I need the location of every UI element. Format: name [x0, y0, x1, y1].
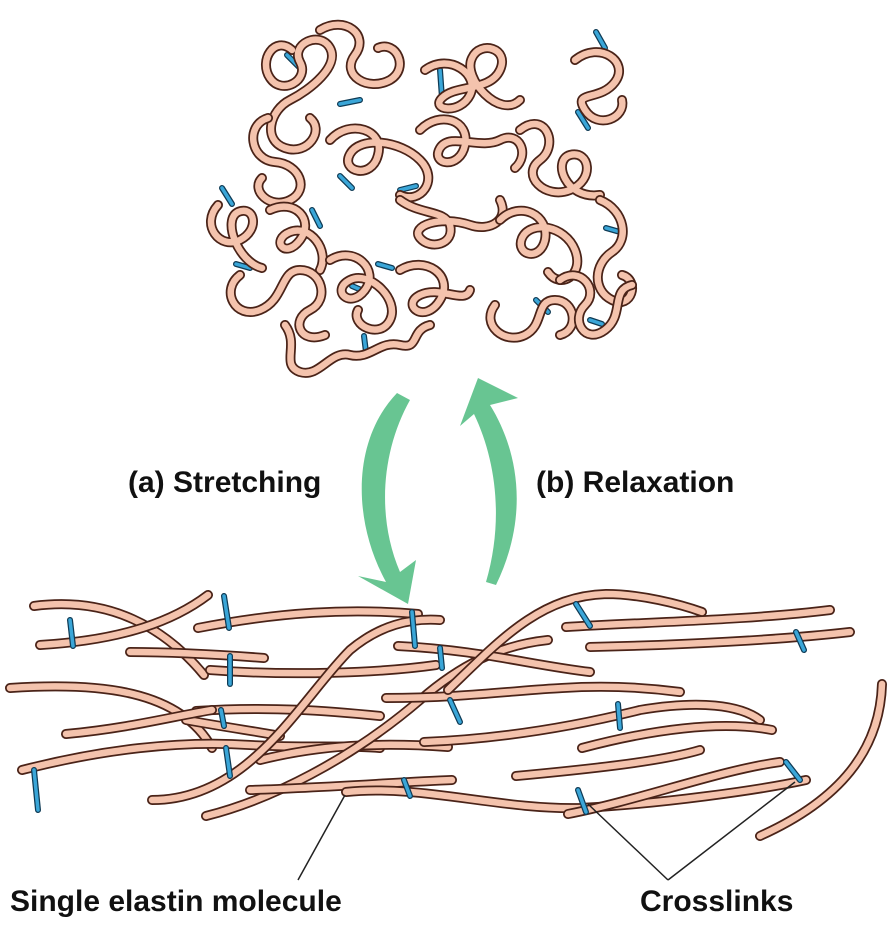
leader-lines [297, 781, 796, 881]
crosslink [793, 629, 807, 653]
crosslink [233, 261, 253, 271]
crosslink [219, 185, 235, 207]
crosslink [337, 97, 363, 107]
stretching-arrow [358, 393, 416, 604]
crosslink [221, 593, 232, 631]
stretched-crosslinks [31, 593, 807, 815]
crosslink [587, 317, 605, 327]
crosslink [603, 225, 623, 235]
crosslink [575, 787, 589, 815]
crosslink [218, 707, 227, 729]
crosslinks-label: Crosslinks [640, 885, 794, 918]
stretched-fibers [5, 589, 887, 841]
stretching-letter: (a) [128, 466, 165, 499]
crosslink [447, 697, 463, 725]
crosslink [409, 609, 418, 649]
crosslink [401, 777, 413, 799]
crosslink [437, 645, 445, 671]
crosslinks-leader-left [587, 803, 669, 881]
stretching-label: (a) Stretching [128, 466, 321, 500]
crosslink [31, 767, 41, 813]
single-molecule-leader [297, 794, 346, 881]
crosslink [309, 207, 323, 229]
single-molecule-label: Single elastin molecule [10, 885, 342, 918]
crosslinks-leader-right [667, 781, 796, 881]
relaxation-label: (b) Relaxation [536, 466, 734, 500]
crosslink [783, 759, 803, 783]
crosslink [397, 183, 419, 193]
crosslink [575, 109, 591, 131]
crosslink [375, 261, 395, 271]
relaxed-coiled-fibers [206, 19, 637, 378]
relaxed-network [206, 19, 637, 378]
relaxation-letter: (b) [536, 466, 575, 499]
crosslink [67, 617, 76, 649]
stretched-network [5, 589, 887, 841]
crosslink [573, 601, 593, 629]
crosslink [223, 745, 233, 779]
relaxation-text: Relaxation [582, 466, 735, 499]
crosslink [337, 173, 355, 191]
stretching-text: Stretching [173, 466, 322, 499]
crosslink [615, 701, 623, 731]
relaxation-arrow [460, 378, 518, 585]
crosslink [593, 29, 608, 51]
